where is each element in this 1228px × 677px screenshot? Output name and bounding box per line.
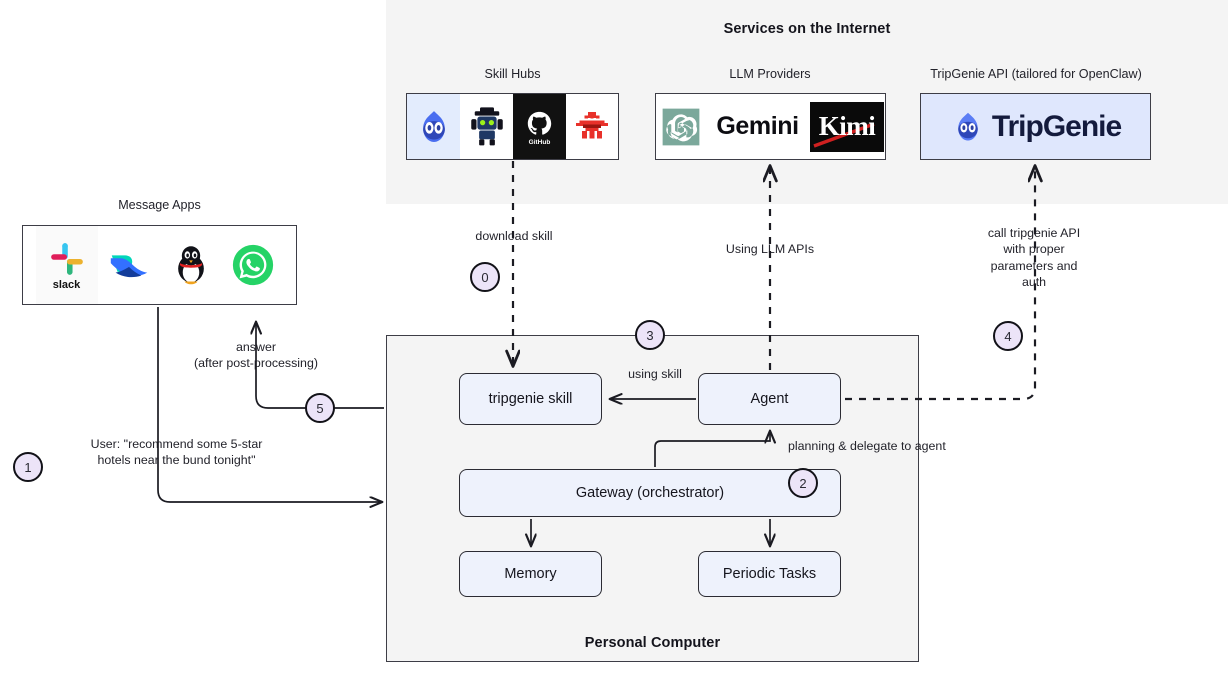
gemini-wordmark: Gemini — [705, 94, 810, 159]
label-using-skill: using skill — [628, 367, 682, 381]
personal-computer-title: Personal Computer — [584, 635, 721, 651]
node-agent[interactable]: Agent — [698, 373, 841, 425]
node-periodic-tasks[interactable]: Periodic Tasks — [698, 551, 841, 597]
whatsapp-icon — [221, 226, 284, 304]
label-answer: answer (after post-processing) — [194, 340, 318, 371]
slack-icon: slack — [35, 226, 98, 304]
pixel-crab-icon — [566, 94, 618, 159]
label-user-request: User: "recommend some 5-star hotels near… — [90, 437, 263, 468]
llm-providers-logo-strip[interactable]: Gemini Kimi — [655, 93, 886, 160]
label-call-tripgenie: call tripgenie API with proper parameter… — [987, 226, 1081, 290]
skill-hubs-logo-strip[interactable]: GitHub — [406, 93, 619, 160]
label-download-skill: download skill — [475, 229, 553, 243]
kimi-wordmark: Kimi — [810, 101, 884, 152]
node-memory[interactable]: Memory — [459, 551, 602, 597]
github-icon: GitHub — [513, 94, 566, 159]
message-apps-label: Message Apps — [118, 198, 201, 212]
llm-providers-label: LLM Providers — [729, 67, 811, 81]
openclaw-mascot-icon — [407, 94, 460, 159]
node-gateway[interactable]: Gateway (orchestrator) — [459, 469, 841, 517]
step-badge-5[interactable]: 5 — [305, 393, 335, 423]
label-using-llm-apis: Using LLM APIs — [725, 242, 815, 256]
qq-penguin-icon — [159, 226, 222, 304]
services-internet-title: Services on the Internet — [723, 21, 891, 37]
node-tripgenie-skill[interactable]: tripgenie skill — [459, 373, 602, 425]
step-badge-3[interactable]: 3 — [635, 320, 665, 350]
tripgenie-api-logo-strip[interactable]: TripGenie — [920, 93, 1151, 160]
tripgenie-api-label: TripGenie API (tailored for OpenClaw) — [930, 67, 1142, 81]
step-badge-0[interactable]: 0 — [470, 262, 500, 292]
robot-skill-icon — [460, 94, 513, 159]
tripgenie-wordmark: TripGenie — [991, 109, 1122, 143]
kimi-wordmark-text: Kimi — [818, 111, 876, 141]
step-badge-4[interactable]: 4 — [993, 321, 1023, 351]
openai-icon — [657, 94, 705, 159]
step-badge-2[interactable]: 2 — [788, 468, 818, 498]
wire-user-request — [157, 307, 382, 502]
tripgenie-mascot-icon — [958, 112, 978, 140]
skill-hubs-label: Skill Hubs — [484, 67, 541, 81]
tripgenie-brand-lockup: TripGenie — [921, 94, 1150, 159]
slack-wordmark: slack — [52, 278, 81, 291]
step-badge-1[interactable]: 1 — [13, 452, 43, 482]
label-planning-delegate: planning & delegate to agent — [788, 439, 946, 453]
message-apps-logo-strip[interactable]: slack — [22, 225, 297, 305]
feishu-icon — [97, 226, 160, 304]
